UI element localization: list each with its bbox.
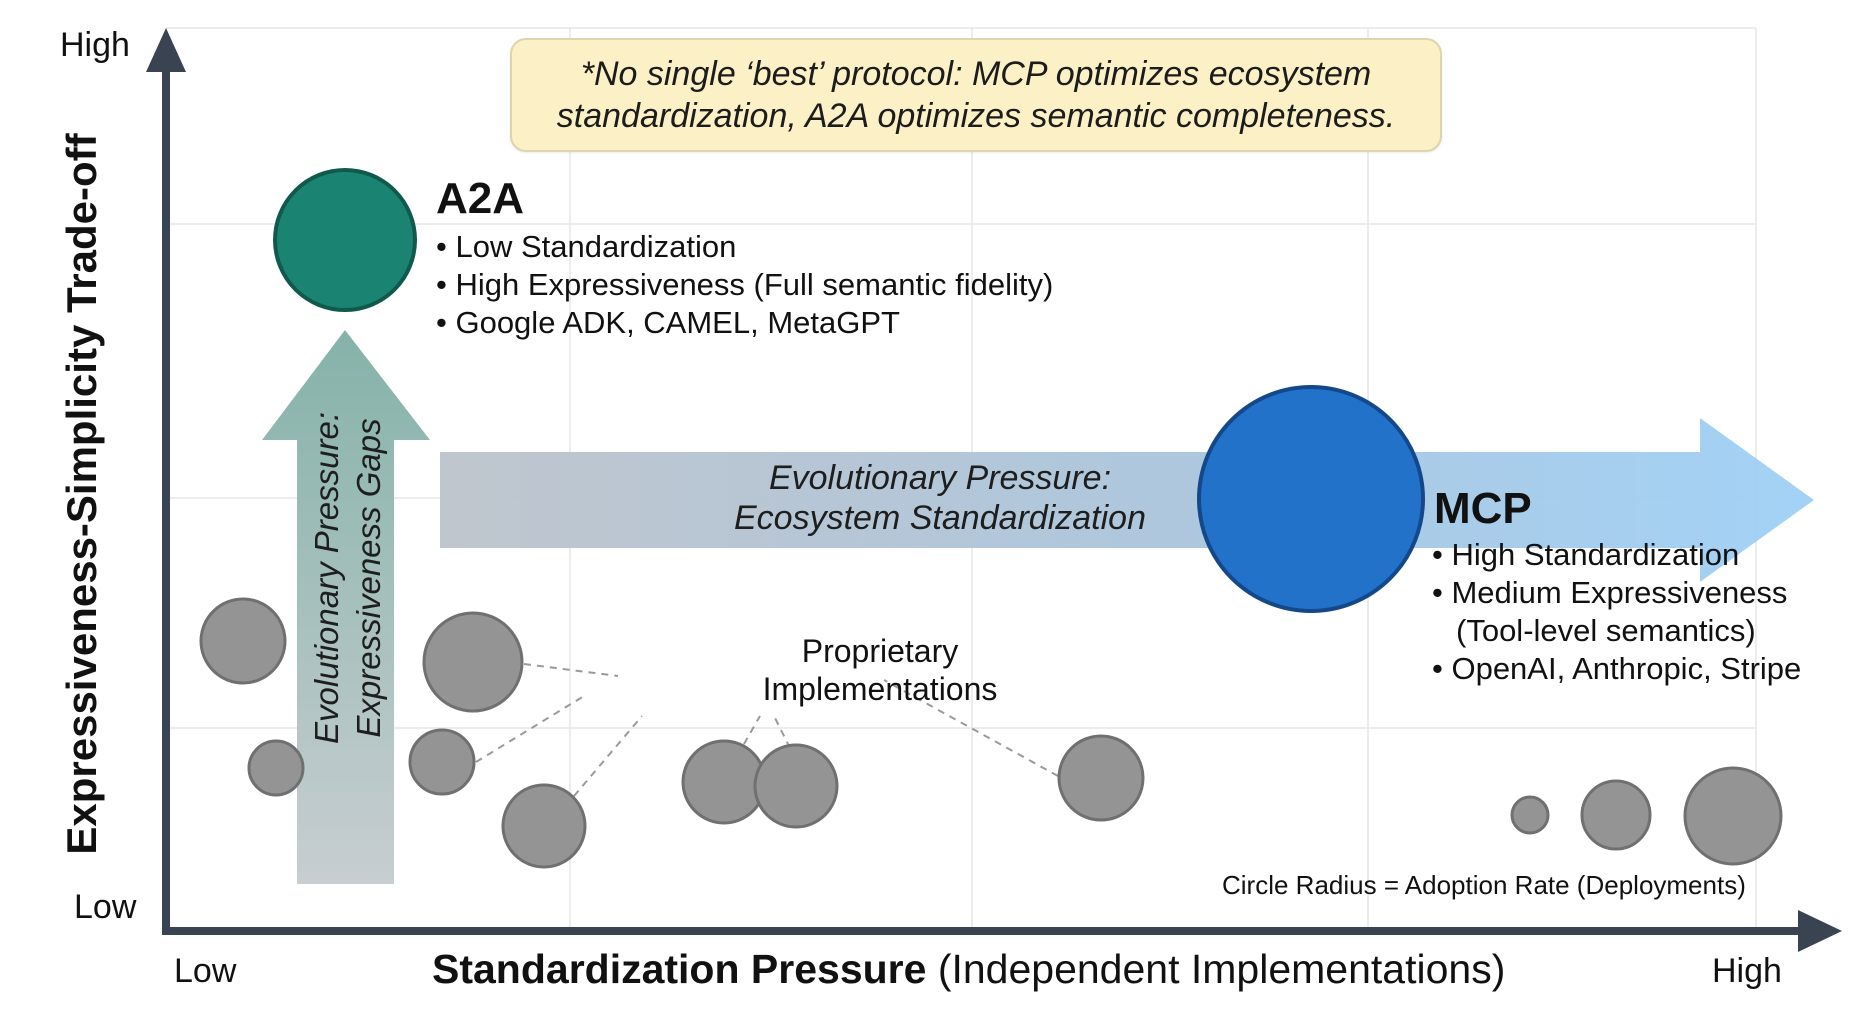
proprietary-bubble [422,611,524,713]
vertical-arrow-label-line-2: Expressiveness Gaps [350,418,387,738]
horizontal-arrow-label-line-1: Evolutionary Pressure: [768,459,1112,497]
proprietary-bubble [1057,734,1145,822]
proprietary-bubble [501,783,587,869]
x-axis-arrowhead [1798,910,1842,952]
proprietary-bubble [408,728,476,796]
proprietary-bubble [1510,795,1550,835]
proprietary-bubble [247,739,305,797]
y-axis-arrowhead [146,28,186,72]
horizontal-arrow-label: Evolutionary Pressure: Ecosystem Standar… [700,458,1180,538]
vertical-arrow-label-line-1: Evolutionary Pressure: [308,412,345,744]
proprietary-label: Proprietary Implementations [750,632,1010,708]
leader-line [523,663,619,677]
x-axis-high-label: High [1712,952,1782,990]
y-axis-high-label: High [60,26,130,64]
horizontal-arrow-label-line-2: Ecosystem Standardization [734,499,1146,537]
proprietary-label-line-2: Implementations [762,671,998,707]
a2a-title: A2A [436,174,525,223]
leader-line [475,695,585,763]
leader-line [573,715,643,797]
x-axis-title: Standardization Pressure (Independent Im… [432,946,1505,993]
vertical-pressure-arrow [262,330,430,884]
mcp-bullet: • High Standardization [1432,537,1740,572]
x-axis-title-rest: (Independent Implementations) [926,946,1506,992]
mcp-title: MCP [1434,484,1532,533]
leader-line [743,715,761,745]
axes [146,28,1842,952]
proprietary-bubble [1683,766,1783,866]
note-line-2: standardization, A2A optimizes semantic … [556,97,1396,135]
leader-line [773,715,791,749]
a2a-bullet: • High Expressiveness (Full semantic fid… [436,267,1054,302]
x-axis-title-bold: Standardization Pressure [432,946,927,992]
mcp-bullet: • Medium Expressiveness [1432,575,1788,610]
mcp-bullet: • OpenAI, Anthropic, Stripe [1432,651,1802,686]
mcp-bullet: (Tool-level semantics) [1456,613,1756,648]
proprietary-bubbles [199,597,1783,869]
proprietary-bubble [753,743,839,829]
y-axis-title: Expressiveness-Simplicity Trade-off [58,133,105,855]
proprietary-bubble [681,739,767,825]
a2a-bubble [273,168,417,312]
vertical-arrow-label: Evolutionary Pressure: Expressiveness Ga… [306,412,390,744]
a2a-bullet: • Low Standardization [436,229,737,264]
proprietary-bubble [1580,779,1652,851]
x-axis-low-label: Low [174,952,237,990]
note-box: *No single ‘best’ protocol: MCP optimize… [510,38,1442,152]
proprietary-label-line-1: Proprietary [801,633,959,669]
a2a-bullet: • Google ADK, CAMEL, MetaGPT [436,305,900,340]
mcp-bubble [1197,385,1425,613]
proprietary-bubble [199,597,287,685]
horizontal-pressure-arrow [440,418,1814,582]
y-axis-low-label: Low [74,888,137,926]
radius-legend-note: Circle Radius = Adoption Rate (Deploymen… [1222,870,1746,900]
leader-lines [475,663,1059,797]
note-line-1: *No single ‘best’ protocol: MCP optimize… [580,55,1372,93]
